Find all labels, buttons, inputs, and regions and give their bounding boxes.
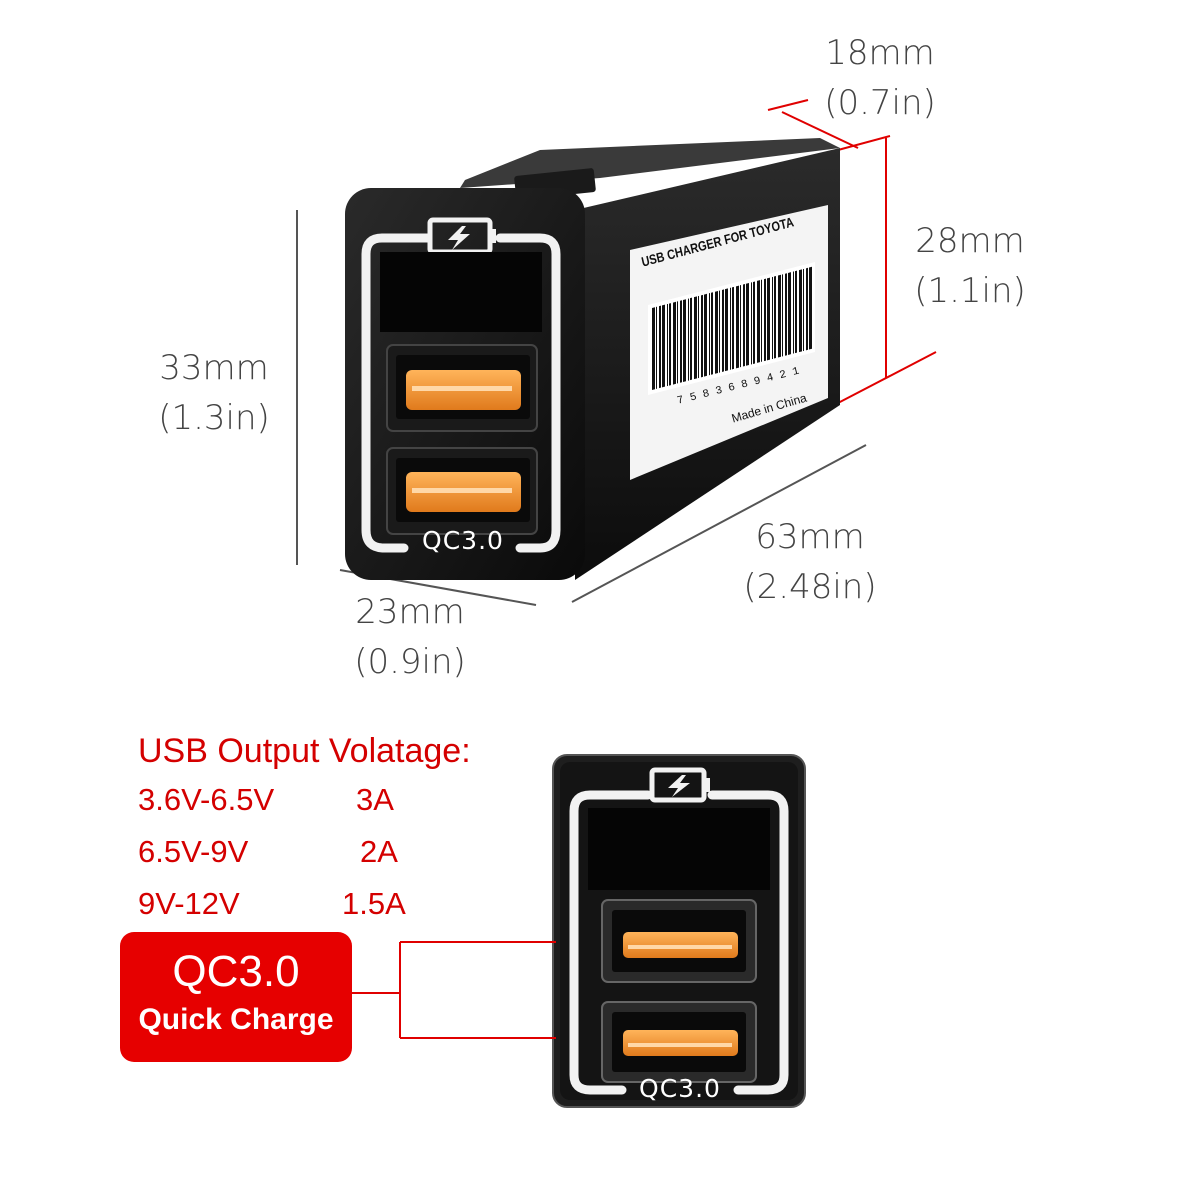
barcode-bar	[761, 279, 762, 362]
barcode-bar	[694, 296, 697, 380]
usb-port-bottom	[601, 1001, 757, 1083]
usb-port-bottom-3d	[386, 447, 538, 535]
barcode-bar	[711, 292, 713, 375]
spec-voltage: 3.6V-6.5V	[138, 782, 275, 817]
spec-current: 1.5A	[342, 886, 406, 921]
dim-width-inch: (0.9in)	[354, 642, 466, 682]
barcode-bar	[683, 299, 686, 382]
barcode-bar	[715, 290, 718, 374]
barcode-bar	[701, 294, 703, 378]
qc-marking-3d: QC3.0	[422, 526, 504, 555]
barcode-bar	[698, 295, 699, 379]
barcode-bar	[722, 289, 724, 372]
badge-main: QC3.0	[172, 947, 300, 996]
barcode-bar	[772, 276, 773, 360]
dim-height-front-mm: 33mm	[159, 348, 269, 388]
barcode-bar	[778, 274, 781, 358]
qc-marking-front: QC3.0	[639, 1074, 721, 1103]
barcode-bar	[751, 282, 752, 365]
barcode-bar	[753, 281, 755, 364]
spec-current: 2A	[360, 834, 398, 869]
barcode-bar	[788, 272, 791, 355]
dim-length-mm: 63mm	[755, 517, 865, 557]
barcode-bar	[704, 293, 707, 377]
barcode-bar	[795, 270, 797, 354]
badge-connector-lines	[352, 941, 556, 1039]
dim-height-back-mm: 28mm	[915, 221, 1025, 261]
spec-voltage: 6.5V-9V	[138, 834, 249, 869]
barcode-bar	[709, 293, 710, 376]
barcode-bar	[774, 276, 776, 359]
dim-depth-inch: (0.7in)	[824, 83, 936, 123]
barcode-bar	[757, 280, 760, 363]
barcode-bar	[680, 300, 682, 383]
barcode-bar	[803, 268, 804, 352]
dim-length-inch: (2.48in)	[743, 567, 877, 607]
dim-width-mm: 23mm	[355, 592, 465, 632]
barcode-bar	[652, 307, 655, 390]
barcode-bar	[809, 266, 812, 350]
spec-voltage: 9V-12V	[138, 886, 240, 921]
dim-length: 63mm (2.48in)	[730, 512, 890, 612]
barcode-bar	[677, 301, 678, 384]
spec-current: 3A	[356, 782, 394, 817]
barcode-bar	[746, 282, 749, 366]
barcode	[648, 262, 815, 395]
barcode-bar	[793, 271, 794, 354]
battery-bolt-icon	[649, 767, 710, 803]
barcode-bar	[785, 273, 787, 356]
barcode-bar	[688, 298, 689, 381]
barcode-bar	[719, 290, 720, 373]
barcode-bar	[740, 285, 741, 368]
barcode-bar	[782, 274, 783, 357]
charger-body-3d	[345, 138, 840, 580]
dim-depth-mm: 18mm	[825, 33, 935, 73]
barcode-bar	[730, 287, 731, 370]
badge-sub: Quick Charge	[138, 1003, 334, 1036]
dim-height-back: 28mm (1.1in)	[890, 216, 1050, 316]
spec-title: USB Output Volatage:	[138, 732, 471, 770]
barcode-bar	[662, 304, 665, 388]
barcode-bar	[736, 285, 739, 369]
usb-port-top-3d	[386, 344, 538, 432]
barcode-bar	[656, 306, 657, 389]
dim-width: 23mm (0.9in)	[330, 587, 490, 687]
usb-port-top	[601, 899, 757, 983]
barcode-bar	[659, 305, 661, 389]
dim-height-back-inch: (1.1in)	[914, 271, 1026, 311]
qc-badge: QC3.0 Quick Charge	[120, 932, 352, 1062]
barcode-bar	[806, 267, 808, 351]
dim-depth: 18mm (0.7in)	[800, 28, 960, 128]
barcode-bar	[799, 269, 802, 353]
barcode-bar	[725, 288, 728, 372]
barcode-bar	[667, 303, 668, 387]
barcode-bar	[743, 284, 745, 367]
dim-height-front: 33mm (1.3in)	[134, 343, 294, 443]
barcode-bar	[732, 286, 734, 370]
dim-height-front-inch: (1.3in)	[158, 398, 270, 438]
charger-front-view	[552, 754, 806, 1108]
dimension-lines	[767, 99, 937, 404]
spec-table: 3.6V-6.5V 3A 6.5V-9V 2A 9V-12V 1.5A	[138, 782, 458, 932]
barcode-bar	[673, 301, 676, 385]
barcode-bar	[764, 278, 766, 362]
barcode-bar	[690, 297, 692, 381]
barcode-bar	[767, 277, 770, 361]
barcode-bar	[669, 303, 671, 386]
